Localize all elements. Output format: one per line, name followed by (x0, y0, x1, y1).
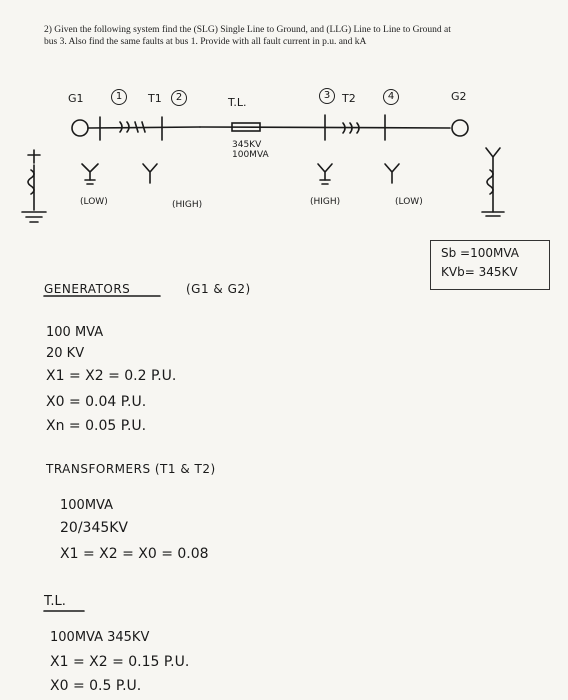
tl-label: T.L. (228, 96, 247, 109)
g2-ground-icon (481, 211, 505, 217)
g2-neutral-reactor (486, 169, 494, 195)
gen-x1x2: X1 = X2 = 0.2 P.U. (46, 368, 177, 384)
base-values-box: Sb =100MVA KVb= 345KV (430, 240, 550, 290)
gen-xn: Xn = 0.05 P.U. (46, 418, 147, 434)
generators-heading: GENERATORS (44, 282, 131, 296)
g1-generator-symbol (71, 119, 89, 137)
g2-generator-symbol (451, 119, 469, 137)
tl-x1x2: X1 = X2 = 0.15 P.U. (50, 654, 190, 670)
t2-winding (342, 122, 360, 134)
g2-label: G2 (451, 90, 467, 103)
base-kv: KVb= 345KV (441, 265, 518, 279)
t1-low-label: (LOW) (80, 197, 108, 207)
base-mva: Sb =100MVA (441, 246, 520, 260)
tl-x0: X0 = 0.5 P.U. (50, 678, 142, 694)
problem-line-2: bus 3. Also find the same faults at bus … (44, 37, 367, 47)
gen-kv: 20 KV (46, 346, 85, 361)
g1-label: G1 (68, 92, 84, 105)
t1-winding-2 (134, 121, 146, 133)
t2-label: T2 (342, 92, 356, 105)
generators-which: (G1 & G2) (186, 282, 251, 296)
xfmr-mva: 100MVA (60, 498, 113, 513)
line-voltage: 345KV (232, 140, 262, 150)
g1-neutral-top (27, 149, 41, 164)
g2-neutral-top (485, 147, 501, 213)
t1-winding (119, 121, 130, 133)
transformers-heading: TRANSFORMERS (T1 & T2) (46, 462, 216, 476)
bus-4-marker: 4 (383, 89, 399, 105)
tl-symbol (231, 122, 261, 132)
t1-high-label: (HIGH) (172, 200, 203, 210)
t2-low-label: (LOW) (395, 197, 423, 207)
xfmr-kv: 20/345KV (60, 520, 129, 536)
bus-2-marker: 2 (171, 90, 187, 106)
t1-low-wye (81, 163, 99, 181)
line-mva: 100MVA (232, 150, 269, 160)
bus-1-marker: 1 (111, 89, 127, 105)
problem-line-1: 2) Given the following system find the (… (44, 25, 451, 35)
g1-neutral-reactor (27, 169, 35, 195)
g1-ground-icon (21, 211, 47, 223)
problem-statement: 2) Given the following system find the (… (44, 24, 544, 48)
bus-3-marker: 3 (319, 88, 335, 104)
t1-label: T1 (148, 92, 162, 105)
gen-x0: X0 = 0.04 P.U. (46, 394, 147, 410)
tl-heading: T.L. (44, 594, 66, 609)
t1-high-wye (142, 163, 158, 184)
t2-high-label: (HIGH) (310, 197, 341, 207)
t2-low-wye (384, 163, 400, 184)
tl-mva-kv: 100MVA 345KV (50, 630, 150, 645)
gen-mva: 100 MVA (46, 325, 104, 340)
t2-high-wye (317, 163, 333, 181)
xfmr-x: X1 = X2 = X0 = 0.08 (60, 546, 209, 562)
